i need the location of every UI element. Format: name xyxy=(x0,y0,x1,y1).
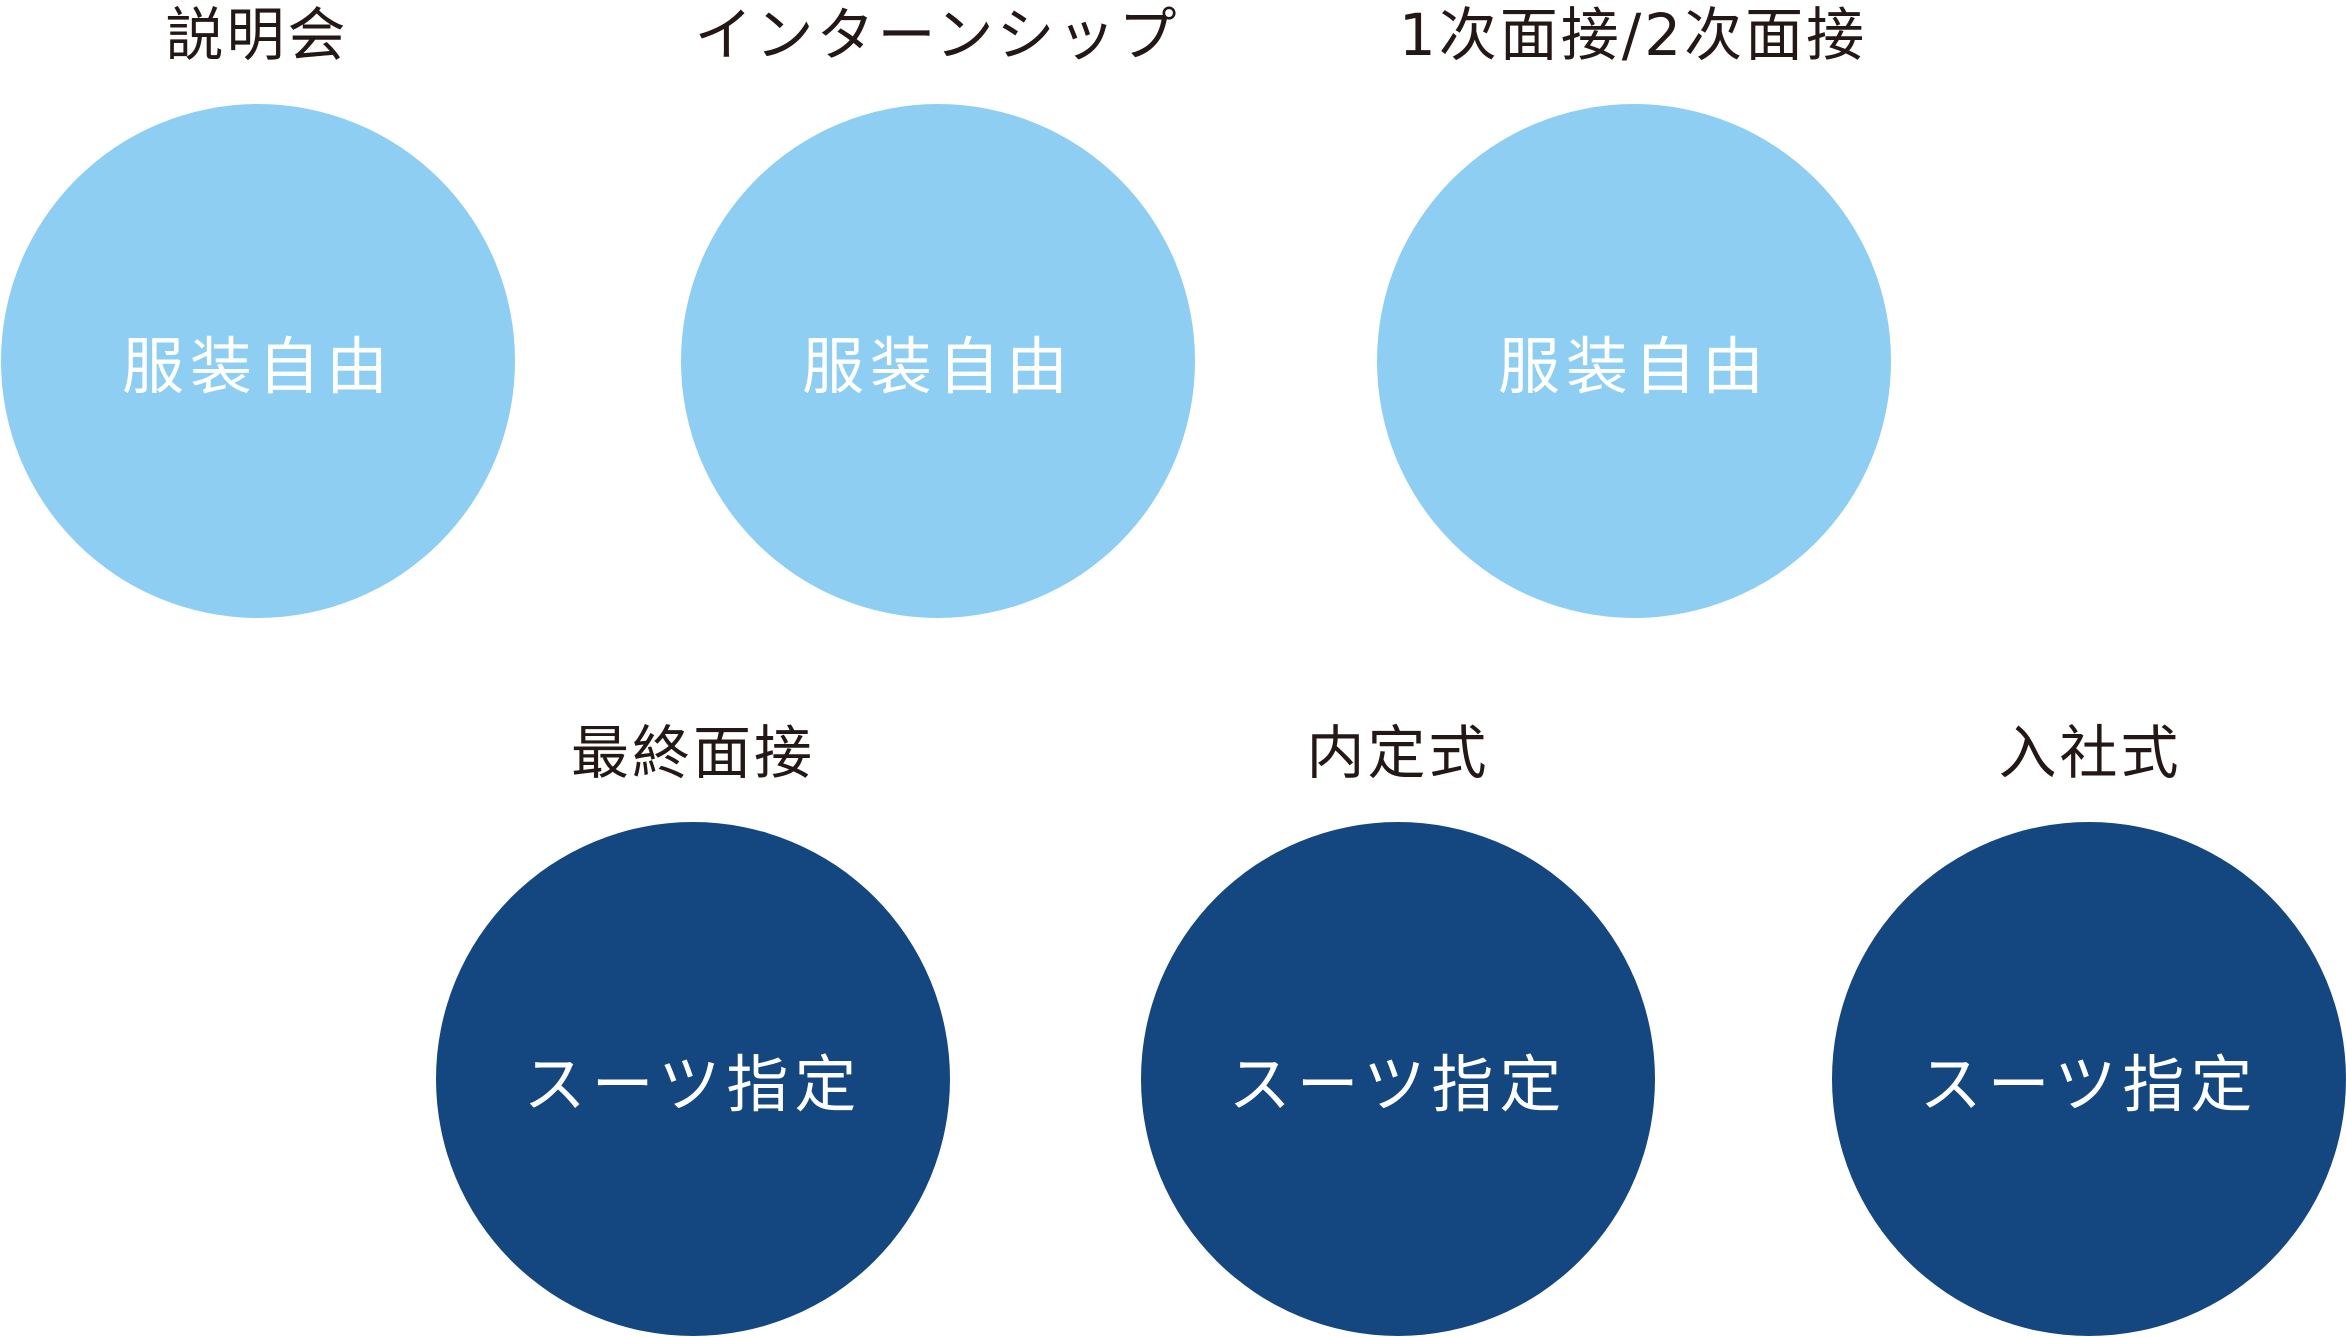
dress-code-label: スーツ指定 xyxy=(1228,1048,1568,1121)
stage-circle-setsumeikai: 服装自由 xyxy=(1,104,515,618)
stage-circle-naiteishiki: スーツ指定 xyxy=(1141,822,1655,1336)
dress-code-label: スーツ指定 xyxy=(1919,1048,2259,1121)
dress-code-label: 服装自由 xyxy=(121,330,394,403)
stage-title-first-second-interview: 1次面接/2次面接 xyxy=(1398,1,1868,69)
stage-title-internship: インターンシップ xyxy=(694,1,1180,69)
stage-title-final-interview: 最終面接 xyxy=(570,719,815,787)
stage-title-setsumeikai: 説明会 xyxy=(165,1,349,69)
stage-circle-first-second-interview: 服装自由 xyxy=(1377,104,1891,618)
stage-title-naiteishiki: 内定式 xyxy=(1306,719,1490,787)
dress-code-label: 服装自由 xyxy=(801,330,1074,403)
stage-circle-nyushashiki: スーツ指定 xyxy=(1832,822,2346,1336)
dress-code-label: スーツ指定 xyxy=(523,1048,863,1121)
stage-title-nyushashiki: 入社式 xyxy=(1998,719,2182,787)
stage-circle-internship: 服装自由 xyxy=(681,104,1195,618)
dress-code-label: 服装自由 xyxy=(1497,330,1770,403)
stage-circle-final-interview: スーツ指定 xyxy=(436,822,950,1336)
